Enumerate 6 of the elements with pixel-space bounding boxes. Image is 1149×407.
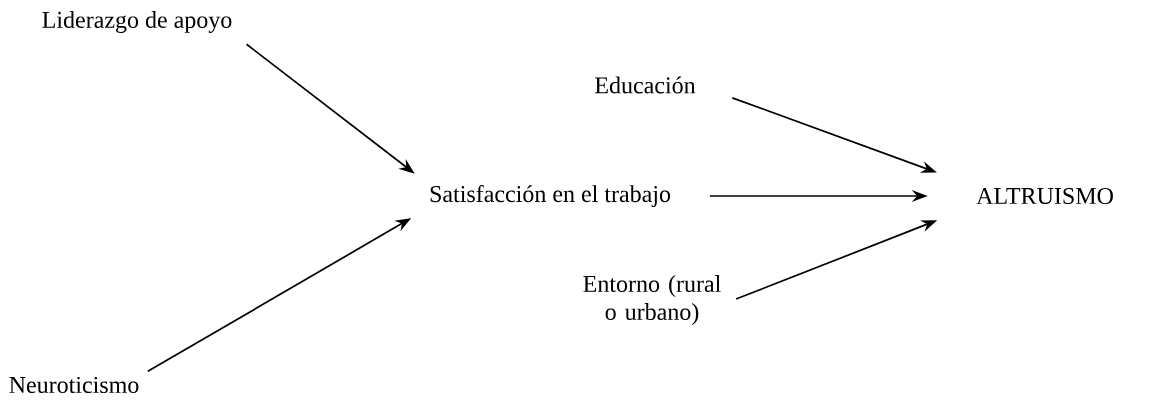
- label-text: ALTRUISMO: [976, 187, 1113, 205]
- label-text: Liderazgo de apoyo: [42, 11, 232, 33]
- label-text: Educación: [595, 76, 696, 94]
- label-text: Neuroticismo: [9, 376, 139, 394]
- label-text: Satisfacción en el trabajo: [430, 185, 671, 207]
- label-text: Entorno (rural o urbano): [583, 275, 721, 325]
